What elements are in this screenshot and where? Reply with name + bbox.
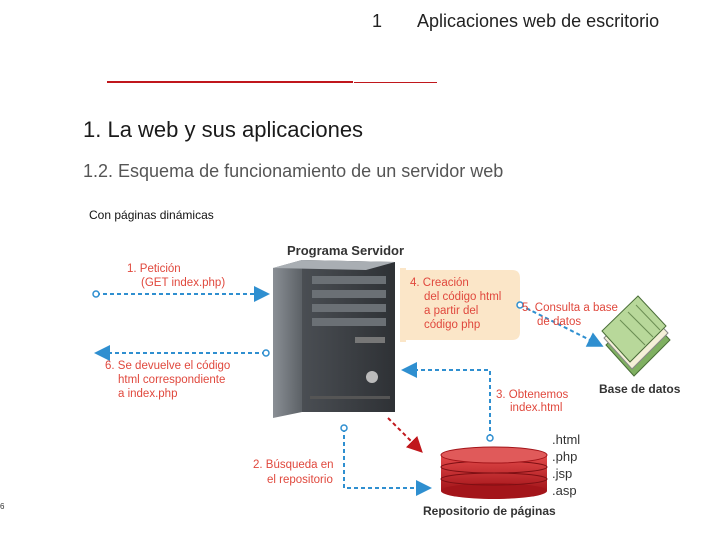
- diagram-caption: Con páginas dinámicas: [89, 208, 214, 222]
- step-3-label: 3. Obtenemos index.html: [496, 389, 571, 414]
- header-chapter-title: Aplicaciones web de escritorio: [417, 11, 660, 31]
- header-chapter-number: 1: [372, 11, 383, 31]
- repository-label: Repositorio de páginas: [423, 504, 556, 518]
- subsection-heading: 1.2. Esquema de funcionamiento de un ser…: [83, 161, 504, 181]
- step-4-label: 4. Creación del código html a partir del…: [410, 277, 505, 331]
- diagram-title: Programa Servidor: [287, 243, 404, 258]
- server-tower-icon: [273, 260, 395, 418]
- step-6-label: 6. Se devuelve el código html correspond…: [105, 360, 234, 400]
- header-divider: [107, 81, 353, 83]
- arrow-obtain-page: [401, 362, 491, 438]
- arrow-server-repo: [387, 417, 423, 453]
- step-2-label: 2. Búsqueda en el repositorio: [253, 459, 337, 486]
- database-icon: [601, 295, 671, 377]
- database-label: Base de datos: [599, 382, 681, 396]
- page-number: 6: [0, 502, 5, 511]
- extension-list: .html .php .jsp .asp: [552, 432, 584, 498]
- step-1-label: 1. Petición (GET index.php): [127, 263, 225, 289]
- arrow-db-query: [519, 304, 604, 347]
- step-5-label: 5. Consulta a base de datos: [522, 302, 621, 328]
- arrow-repo-search: [343, 428, 432, 496]
- repository-icon: [440, 446, 548, 499]
- step4-highlight: [403, 270, 520, 340]
- section-heading: 1. La web y sus aplicaciones: [83, 117, 364, 142]
- header-divider-thin: [354, 82, 437, 83]
